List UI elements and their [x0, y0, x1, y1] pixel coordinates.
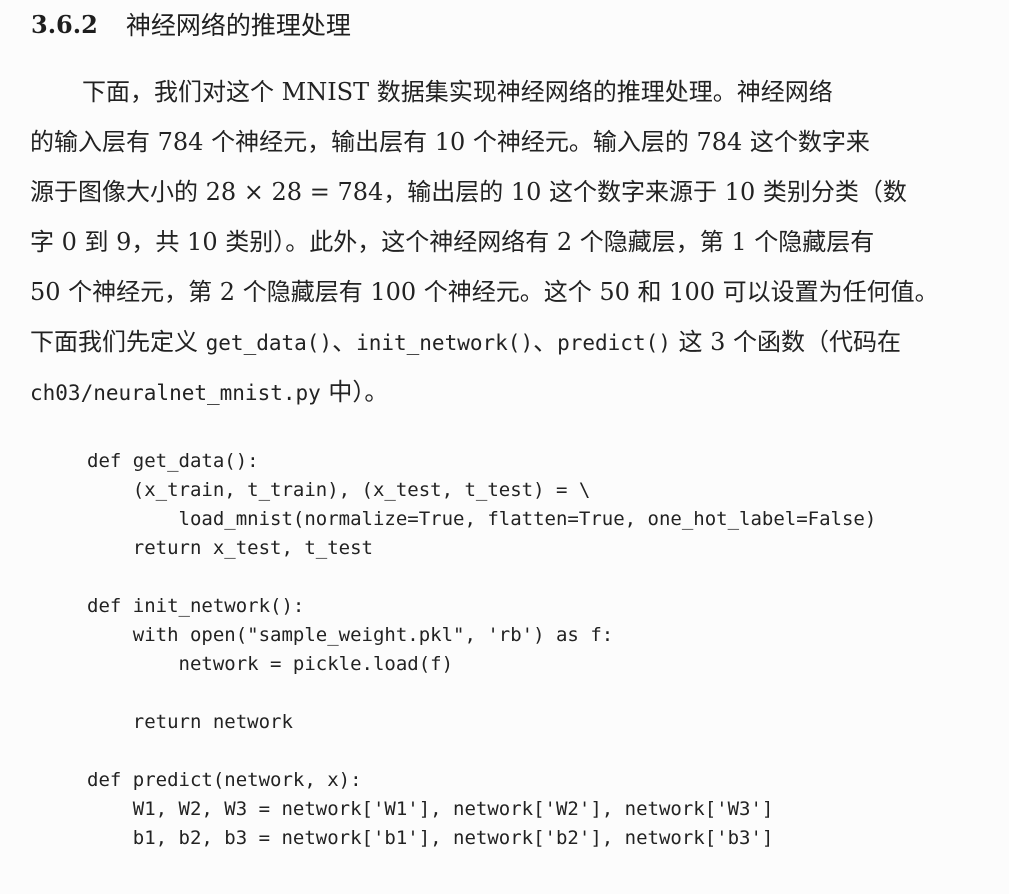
paragraph-line: 源于图像大小的 28 × 28 = 784，输出层的 10 这个数字来源于 10… — [30, 178, 907, 206]
inline-code-init-network: init_network() — [356, 331, 534, 355]
code-block: def get_data(): (x_train, t_train), (x_t… — [87, 447, 876, 853]
code-line: b1, b2, b3 = network['b1'], network['b2'… — [87, 827, 774, 849]
body-paragraph: 下面，我们对这个 MNIST 数据集实现神经网络的推理处理。神经网络 的输入层有… — [30, 67, 980, 417]
paragraph-text: 下面我们先定义 — [30, 328, 206, 356]
section-title: 神经网络的推理处理 — [125, 11, 351, 40]
paragraph-line: 下面，我们对这个 MNIST 数据集实现神经网络的推理处理。神经网络 — [82, 78, 833, 106]
code-line: with open("sample_weight.pkl", 'rb') as … — [87, 624, 614, 646]
code-line: W1, W2, W3 = network['W1'], network['W2'… — [87, 798, 774, 820]
code-line: load_mnist(normalize=True, flatten=True,… — [87, 508, 877, 530]
code-line: return x_test, t_test — [87, 537, 373, 559]
section-number: 3.6.2 — [31, 9, 98, 39]
paragraph-line: ch03/neuralnet_mnist.py 中）。 — [30, 367, 980, 417]
paragraph-text: 这 3 个函数（代码在 — [670, 328, 902, 356]
inline-code-file-path: ch03/neuralnet_mnist.py — [30, 381, 321, 405]
code-line: (x_train, t_train), (x_test, t_test) = \ — [87, 479, 591, 501]
inline-code-get-data: get_data() — [205, 331, 333, 355]
inline-code-predict: predict() — [557, 331, 671, 355]
code-line: def init_network(): — [87, 595, 305, 617]
code-line — [87, 563, 876, 592]
separator: 、 — [332, 328, 357, 356]
code-line: def predict(network, x): — [87, 769, 362, 791]
section-heading: 3.6.2 神经网络的推理处理 — [31, 6, 351, 42]
code-line: return network — [87, 711, 293, 733]
paragraph-line: 的输入层有 784 个神经元，输出层有 10 个神经元。输入层的 784 这个数… — [30, 128, 870, 156]
code-line: def get_data(): — [87, 450, 259, 472]
paragraph-line: 字 0 到 9，共 10 类别）。此外，这个神经网络有 2 个隐藏层，第 1 个… — [30, 228, 875, 256]
separator: 、 — [533, 328, 558, 356]
code-line — [87, 679, 876, 708]
paragraph-text: 中）。 — [320, 378, 389, 406]
paragraph-line: 下面我们先定义 get_data()、init_network()、predic… — [30, 317, 980, 367]
code-line — [87, 737, 876, 766]
paragraph-line: 50 个神经元，第 2 个隐藏层有 100 个神经元。这个 50 和 100 可… — [30, 278, 939, 306]
code-line: network = pickle.load(f) — [87, 653, 454, 675]
